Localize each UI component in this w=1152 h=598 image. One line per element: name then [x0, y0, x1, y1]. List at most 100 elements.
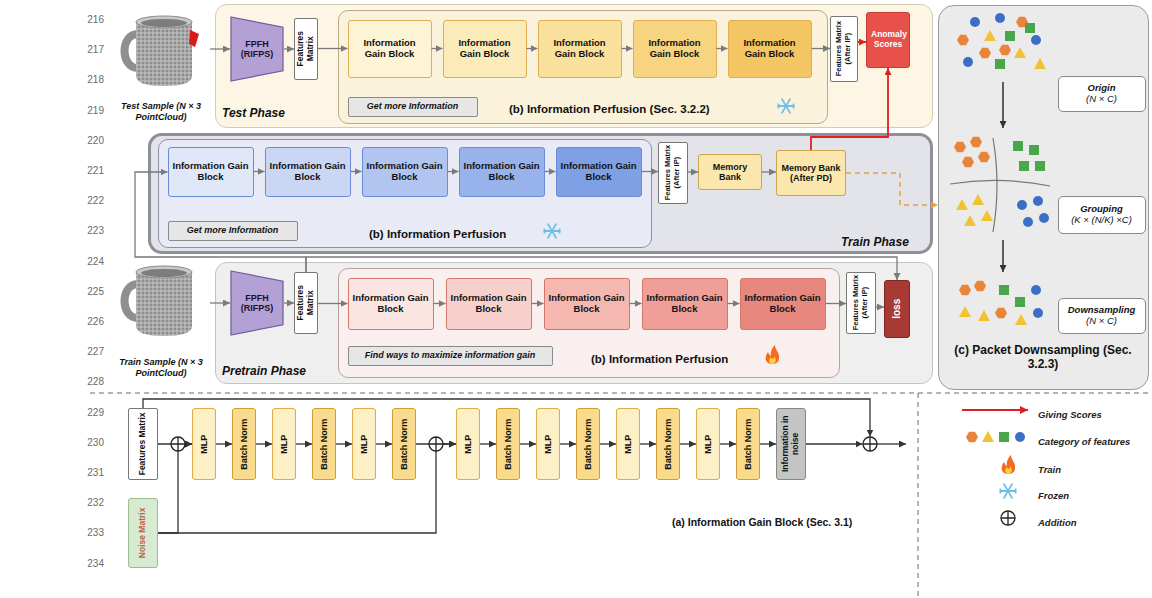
node-label: Information Gain Block	[448, 38, 522, 60]
feature-point	[1029, 145, 1039, 155]
node-label: Information Gain Block	[549, 293, 625, 315]
group-separator	[950, 180, 1050, 186]
sample-figure: Test Sample (N × 3 PointCloud)	[112, 8, 210, 122]
legend-arrow-sample	[962, 409, 1028, 411]
connector-arrow	[432, 48, 443, 49]
feature-point	[981, 210, 993, 221]
line-number: 225	[80, 286, 104, 297]
process-box: MLP	[272, 408, 296, 480]
node-label: MLP	[623, 411, 633, 477]
feature-point	[1031, 35, 1041, 45]
node-label: Features Matrix (After IP)	[835, 19, 852, 79]
addition-symbol	[171, 437, 185, 451]
line-number: 217	[80, 44, 104, 55]
feature-point	[957, 35, 969, 45]
process-box: Information Gain Block	[633, 20, 717, 78]
legend-text-holder: Addition	[1038, 512, 1077, 530]
node-label: Information Gain Block	[270, 161, 346, 183]
panel-title: (b) Information Perfusion	[591, 353, 728, 366]
panel-title: Test Phase	[222, 107, 285, 121]
process-box: Batch Norm	[392, 408, 416, 480]
fpfh-trapezoid: FPFH (RIFPS)	[230, 16, 284, 82]
line-number-holder: 219	[80, 100, 104, 118]
connector-arrow	[560, 443, 576, 444]
line-number: 234	[80, 558, 104, 569]
connector-arrow	[728, 303, 740, 304]
line-number: 224	[80, 256, 104, 267]
feature-point	[959, 285, 971, 295]
connector-arrow	[527, 48, 538, 49]
node-label: Memory Bank (After PD)	[781, 163, 841, 184]
process-box: Features Matrix	[128, 408, 158, 480]
feature-point	[1031, 285, 1041, 295]
process-box: Information Gain Block	[362, 147, 448, 197]
flow-arrow	[1002, 240, 1003, 272]
node-label: Origin	[1088, 83, 1116, 94]
process-box: Features Matrix (After IP)	[658, 142, 688, 204]
line-number-holder: 228	[80, 371, 104, 389]
connector-arrow	[811, 68, 888, 150]
node-label: Grouping	[1080, 204, 1123, 215]
connector-arrow	[826, 303, 847, 304]
process-box: Information Gain Block	[538, 20, 622, 78]
feature-point	[978, 152, 990, 162]
line-number: 218	[80, 74, 104, 85]
flow-arrow	[1002, 82, 1003, 128]
connector-arrow	[210, 302, 230, 303]
connector-arrow	[158, 444, 192, 533]
node-label: Features Matrix	[138, 411, 148, 477]
process-box: Get more Information	[348, 97, 478, 117]
process-box: Information Gain Block	[544, 278, 630, 330]
node-label: loss	[891, 283, 903, 335]
feature-point	[1023, 217, 1033, 227]
line-number-holder: 232	[80, 492, 104, 510]
node-label: MLP	[703, 411, 713, 477]
process-box: MLP	[536, 408, 560, 480]
process-box: Memory Bank	[698, 154, 762, 190]
process-box: MLP	[696, 408, 720, 480]
node-label: Information Gain Block	[745, 293, 821, 315]
output-wire	[877, 443, 906, 444]
feature-point	[1015, 314, 1027, 325]
phase-panel: Pretrain PhaseFPFH (RIFPS)Features Matri…	[215, 262, 933, 384]
legend-text-holder: Category of features	[1038, 431, 1130, 449]
node-label: Get more Information	[367, 101, 459, 111]
feature-point	[1025, 23, 1035, 33]
process-box: Features Matrix (After IP)	[846, 272, 876, 334]
connector-arrow	[640, 443, 656, 444]
node-label: Information Gain Block	[733, 38, 807, 60]
line-number-holder: 221	[80, 160, 104, 178]
node-label: Information in noise	[781, 411, 801, 477]
process-box: Batch Norm	[496, 408, 520, 480]
connector-arrow	[532, 303, 544, 304]
node-label: Test Sample (N × 3 PointCloud)	[112, 101, 210, 122]
node-label: Batch Norm	[743, 411, 753, 477]
connector-arrow	[416, 443, 456, 444]
connector-arrow	[717, 48, 728, 49]
node-label: Information Gain Block	[451, 293, 527, 315]
process-box: Information Gain Block	[265, 147, 351, 197]
node-label: MLP	[463, 411, 473, 477]
node-label: Features Matrix	[296, 275, 316, 331]
connector-arrow	[846, 173, 938, 205]
legend-text: Addition	[1038, 517, 1077, 528]
process-box: Features Matrix (After IP)	[830, 16, 858, 82]
legend-triangle	[982, 431, 994, 442]
feature-point	[1039, 213, 1049, 223]
process-box: Anomaly Scores	[866, 12, 910, 68]
feature-point	[979, 48, 991, 58]
node-label: Information Gain Block	[353, 38, 427, 60]
trapezoid-shape	[231, 271, 283, 335]
node-label: Information Gain Block	[173, 161, 249, 183]
line-number: 233	[80, 527, 104, 538]
line-number-holder: 217	[80, 39, 104, 57]
line-number-holder: 233	[80, 522, 104, 540]
feature-point	[962, 157, 974, 167]
connector-arrow	[318, 48, 348, 49]
node-label: Batch Norm	[663, 411, 673, 477]
feature-point	[970, 17, 980, 27]
connector-arrow	[858, 41, 866, 43]
connector-arrow	[256, 443, 272, 444]
